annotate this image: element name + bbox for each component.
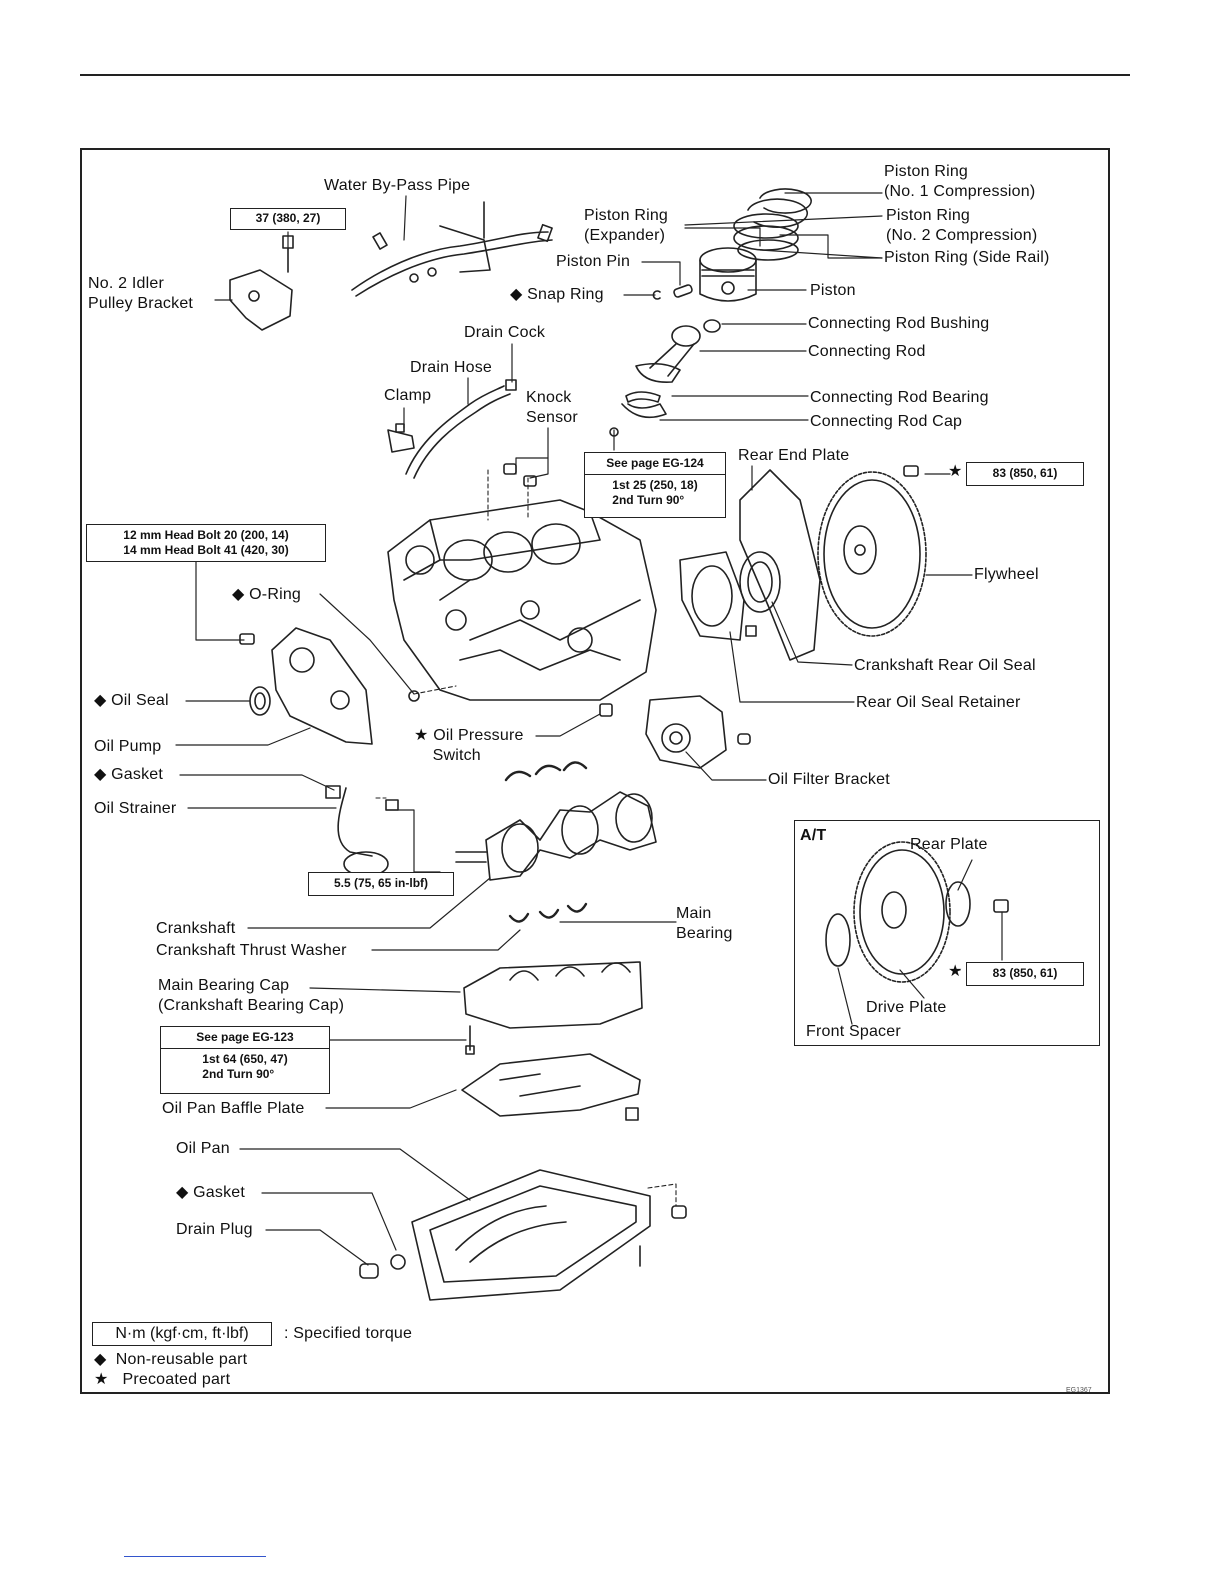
flywheel-part <box>817 465 927 637</box>
label-oil-pan: Oil Pan <box>176 1140 230 1157</box>
label-oil-strainer: Oil Strainer <box>94 800 177 817</box>
label-rear-oil-seal-retainer: Rear Oil Seal Retainer <box>856 694 1021 711</box>
torque-box-conrod: See page EG-124 1st 25 (250, 18) 2nd Tur… <box>584 452 726 518</box>
bottom-link-underline[interactable] <box>124 1556 266 1557</box>
label-drain-plug: Drain Plug <box>176 1221 253 1238</box>
label-gasket-pan: ◆ Gasket <box>176 1184 246 1201</box>
torque-conrod-spec: 1st 25 (250, 18) 2nd Turn 90° <box>612 478 698 507</box>
label-oil-pressure-switch: ★ Oil Pressure Switch <box>414 727 524 764</box>
figure-code: EG1367 <box>1066 1387 1092 1394</box>
label-connecting-rod-cap: Connecting Rod Cap <box>810 413 963 430</box>
torque-box-strainer: 5.5 (75, 65 in-lbf) <box>308 872 454 896</box>
at-inset-frame <box>794 820 1100 1046</box>
rear-end-plate-part <box>739 469 821 661</box>
label-crankshaft-thrust-washer: Crankshaft Thrust Washer <box>156 942 347 959</box>
label-drive-plate: Drive Plate <box>866 999 947 1016</box>
drive-plate-part <box>825 841 1009 983</box>
connecting-rod-part <box>609 319 721 437</box>
torque-main-cap-spec: 1st 64 (650, 47) 2nd Turn 90° <box>202 1052 288 1081</box>
main-bearing-cap-part <box>463 961 643 1055</box>
torque-head-bolt-12: 12 mm Head Bolt 20 (200, 14) <box>123 528 289 542</box>
piston-part <box>652 247 757 302</box>
legend-precoated: ★ Precoated part <box>94 1371 231 1388</box>
label-connecting-rod-bushing: Connecting Rod Bushing <box>808 315 990 332</box>
oil-pump-part <box>239 627 373 745</box>
label-oil-seal: ◆ Oil Seal <box>94 692 169 709</box>
torque-box-flywheel: 83 (850, 61) <box>966 462 1084 486</box>
label-piston-pin: Piston Pin <box>556 253 631 270</box>
label-idler-pulley-bracket: No. 2 Idler Pulley Bracket <box>88 275 194 312</box>
label-drain-cock: Drain Cock <box>464 324 546 341</box>
label-piston-ring-no2: Piston Ring (No. 2 Compression) <box>886 207 1038 244</box>
legend-unit-box: N·m (kgf·cm, ft·lbf) <box>92 1322 272 1346</box>
idler-bracket-part <box>229 235 294 331</box>
torque-box-idler: 37 (380, 27) <box>230 208 346 230</box>
precoated-star-drive-plate: ★ <box>948 963 963 980</box>
torque-conrod-ref: See page EG-124 <box>606 456 704 470</box>
label-gasket-strainer: ◆ Gasket <box>94 766 164 783</box>
label-main-bearing-cap: Main Bearing Cap (Crankshaft Bearing Cap… <box>158 977 345 1014</box>
label-rear-end-plate: Rear End Plate <box>738 447 850 464</box>
label-piston-ring-side-rail: Piston Ring (Side Rail) <box>884 249 1050 266</box>
label-oil-filter-bracket: Oil Filter Bracket <box>768 771 890 788</box>
oil-pan-part <box>359 1169 687 1301</box>
label-snap-ring: ◆ Snap Ring <box>510 286 604 303</box>
oil-strainer-part <box>325 785 399 877</box>
torque-box-main-cap: See page EG-123 1st 64 (650, 47) 2nd Tur… <box>160 1026 330 1094</box>
label-front-spacer: Front Spacer <box>806 1023 901 1040</box>
cylinder-block-part <box>387 499 657 702</box>
diagram-frame <box>80 148 1110 1394</box>
legend-unit-desc: : Specified torque <box>284 1325 413 1342</box>
label-connecting-rod: Connecting Rod <box>808 343 926 360</box>
label-piston-ring-no1: Piston Ring (No. 1 Compression) <box>884 163 1036 200</box>
label-rear-plate: Rear Plate <box>910 836 988 853</box>
label-drain-hose: Drain Hose <box>410 359 493 376</box>
label-clamp: Clamp <box>384 387 432 404</box>
torque-head-bolt-14: 14 mm Head Bolt 41 (420, 30) <box>123 543 289 557</box>
rear-oil-seal-retainer-part <box>679 551 781 641</box>
crankshaft-part <box>455 791 657 881</box>
label-at-title: A/T <box>800 827 827 844</box>
torque-box-head-bolt: 12 mm Head Bolt 20 (200, 14) 14 mm Head … <box>86 524 326 562</box>
torque-main-cap-ref: See page EG-123 <box>196 1030 294 1044</box>
drain-hose-part <box>387 379 517 479</box>
label-crankshaft: Crankshaft <box>156 920 236 937</box>
label-oil-pump: Oil Pump <box>94 738 162 755</box>
label-piston-ring-expander: Piston Ring (Expander) <box>584 207 669 244</box>
baffle-plate-part <box>461 1053 641 1121</box>
knock-sensor-part <box>503 463 537 487</box>
water-bypass-pipe-part <box>351 201 553 297</box>
label-o-ring: ◆ O-Ring <box>232 586 302 603</box>
label-piston: Piston <box>810 282 856 299</box>
oil-filter-bracket-part <box>599 695 751 769</box>
precoated-star-flywheel: ★ <box>948 463 963 480</box>
label-knock-sensor: Knock Sensor <box>526 389 578 426</box>
label-flywheel: Flywheel <box>974 566 1039 583</box>
label-water-bypass-pipe: Water By-Pass Pipe <box>324 177 471 194</box>
bearings-part <box>504 761 588 923</box>
label-main-bearing: Main Bearing <box>676 905 733 942</box>
top-rule <box>80 74 1130 76</box>
torque-box-drive-plate: 83 (850, 61) <box>966 962 1084 986</box>
label-connecting-rod-bearing: Connecting Rod Bearing <box>810 389 989 406</box>
label-crankshaft-rear-oil-seal: Crankshaft Rear Oil Seal <box>854 657 1036 674</box>
piston-rings-part <box>733 188 812 261</box>
legend-non-reusable: ◆ Non-reusable part <box>94 1351 248 1368</box>
label-oil-pan-baffle-plate: Oil Pan Baffle Plate <box>162 1100 305 1117</box>
